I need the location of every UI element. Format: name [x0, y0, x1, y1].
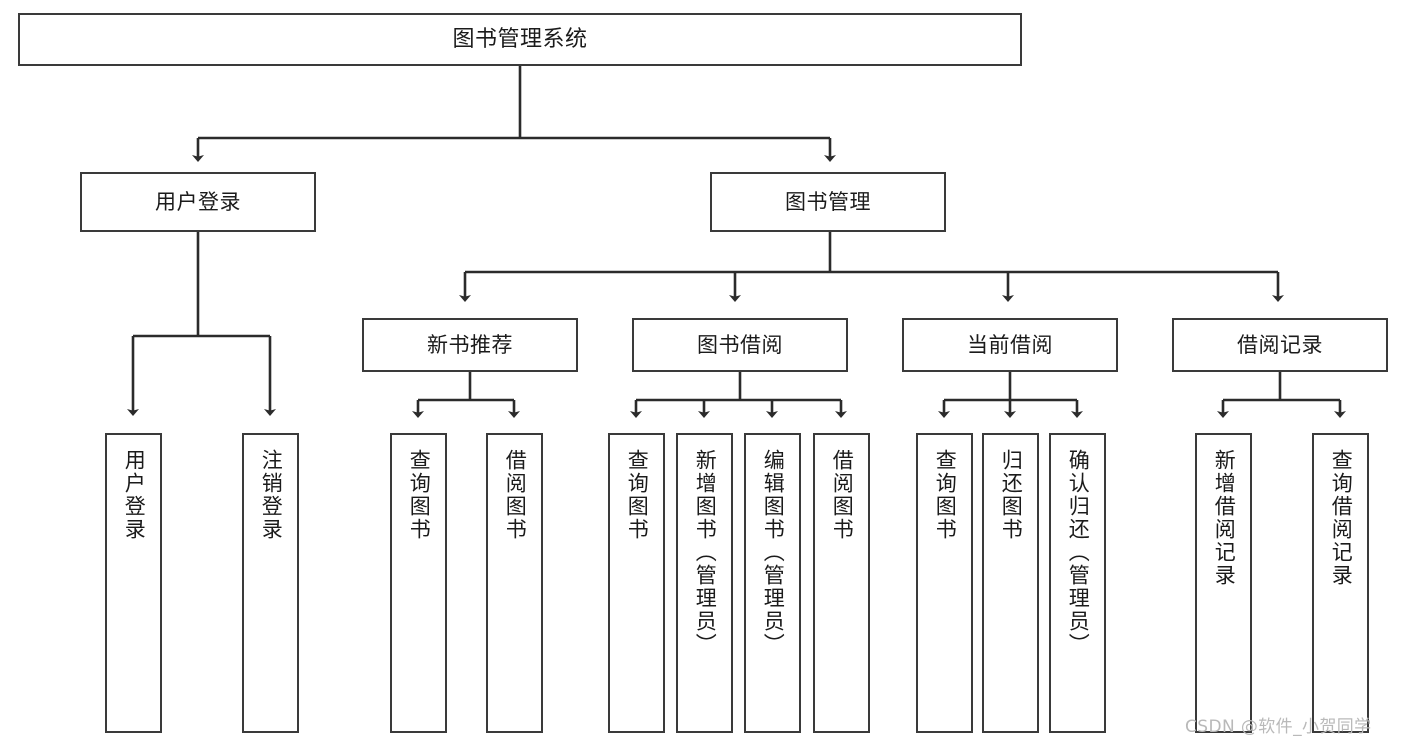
node-label: 借阅记录 [1237, 332, 1323, 357]
leaf-record-query-record[interactable]: 查询借阅记录 [1312, 433, 1369, 733]
node-label: 归还图书 [999, 449, 1024, 541]
node-user-login[interactable]: 用户登录 [80, 172, 316, 232]
watermark: CSDN @软件_小贺同学 [1185, 717, 1372, 737]
node-label: 查询图书 [407, 449, 432, 541]
node-label: 新增图书（管理员） [693, 449, 718, 656]
leaf-user-login[interactable]: 用户登录 [105, 433, 162, 733]
node-current-borrow[interactable]: 当前借阅 [902, 318, 1118, 372]
leaf-record-add-record[interactable]: 新增借阅记录 [1195, 433, 1252, 733]
leaf-current-return-book[interactable]: 归还图书 [982, 433, 1039, 733]
node-label: 查询借阅记录 [1329, 449, 1354, 587]
node-book-management[interactable]: 图书管理 [710, 172, 946, 232]
node-borrow-record[interactable]: 借阅记录 [1172, 318, 1388, 372]
leaf-recommend-borrow-book[interactable]: 借阅图书 [486, 433, 543, 733]
node-label: 图书管理系统 [452, 26, 588, 52]
node-label: 查询图书 [933, 449, 958, 541]
node-label: 图书借阅 [697, 332, 783, 357]
leaf-borrow-add-book-admin[interactable]: 新增图书（管理员） [676, 433, 733, 733]
node-label: 注销登录 [259, 449, 284, 541]
leaf-borrow-edit-book-admin[interactable]: 编辑图书（管理员） [744, 433, 801, 733]
node-label: 新书推荐 [427, 332, 513, 357]
leaf-current-confirm-return-admin[interactable]: 确认归还（管理员） [1049, 433, 1106, 733]
leaf-borrow-query-book[interactable]: 查询图书 [608, 433, 665, 733]
node-label: 当前借阅 [967, 332, 1053, 357]
node-label: 用户登录 [155, 189, 241, 214]
node-label: 图书管理 [785, 189, 871, 214]
node-new-book-recommend[interactable]: 新书推荐 [362, 318, 578, 372]
node-label: 新增借阅记录 [1212, 449, 1237, 587]
leaf-recommend-query-book[interactable]: 查询图书 [390, 433, 447, 733]
node-label: 编辑图书（管理员） [761, 449, 786, 656]
node-book-borrow[interactable]: 图书借阅 [632, 318, 848, 372]
node-label: 确认归还（管理员） [1066, 449, 1091, 656]
leaf-borrow-borrow-book[interactable]: 借阅图书 [813, 433, 870, 733]
node-label: 查询图书 [625, 449, 650, 541]
node-label: 借阅图书 [830, 449, 855, 541]
node-label: 借阅图书 [503, 449, 528, 541]
node-root-system[interactable]: 图书管理系统 [18, 13, 1022, 66]
leaf-logout[interactable]: 注销登录 [242, 433, 299, 733]
node-label: 用户登录 [122, 449, 147, 541]
leaf-current-query-book[interactable]: 查询图书 [916, 433, 973, 733]
